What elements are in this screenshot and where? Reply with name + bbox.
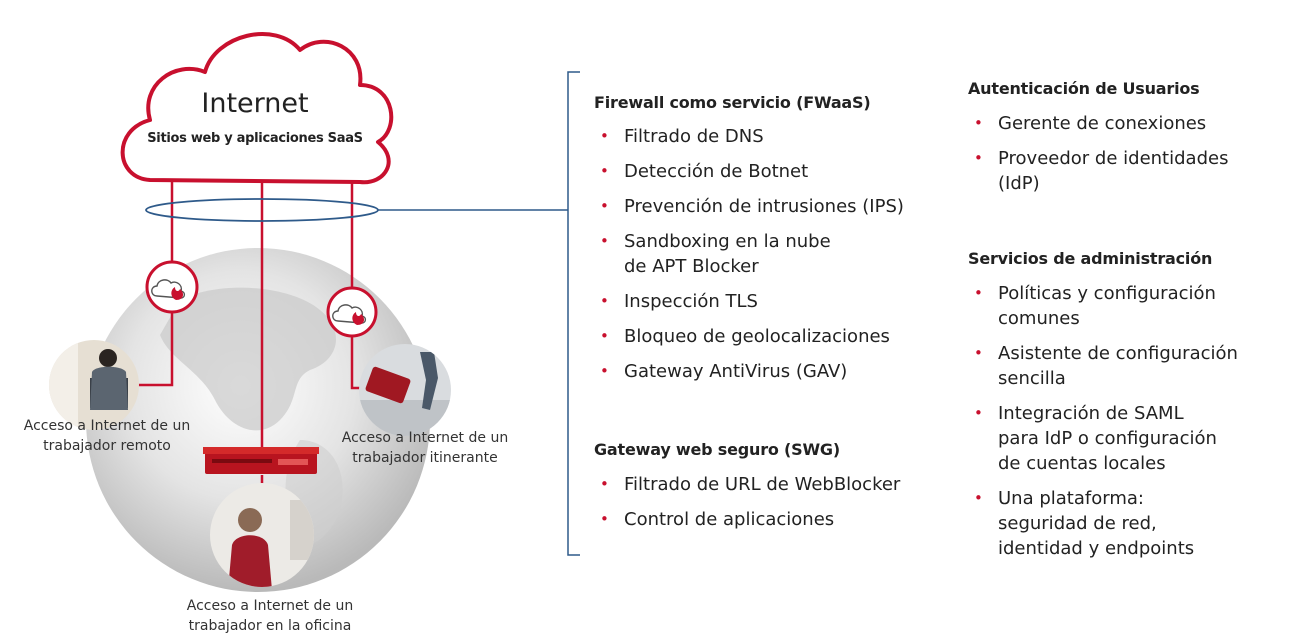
list-item: Políticas y configuración comunes bbox=[968, 281, 1238, 331]
admin-heading: Servicios de administración bbox=[968, 249, 1213, 268]
office-worker-caption: Acceso a Internet de un trabajador en la… bbox=[186, 598, 354, 634]
cloud-subtitle: Sitios web y aplicaciones SaaS bbox=[147, 131, 363, 146]
list-item: Prevención de intrusiones (IPS) bbox=[594, 194, 904, 219]
list-item: Gerente de conexiones bbox=[968, 111, 1228, 136]
fwaas-list: Filtrado de DNS Detección de Botnet Prev… bbox=[594, 124, 904, 384]
list-item: Proveedor de identidades (IdP) bbox=[968, 146, 1228, 196]
list-item: Asistente de configuración sencilla bbox=[968, 341, 1238, 391]
list-item: Sandboxing en la nube de APT Blocker bbox=[594, 229, 904, 279]
auth-list: Gerente de conexiones Proveedor de ident… bbox=[968, 111, 1228, 196]
roaming-worker-caption: Acceso a Internet de un trabajador itine… bbox=[341, 430, 509, 466]
firebox-appliance-icon bbox=[203, 447, 319, 474]
office-worker-photo bbox=[210, 483, 314, 587]
fwaas-heading: Firewall como servicio (FWaaS) bbox=[594, 93, 871, 112]
swg-heading: Gateway web seguro (SWG) bbox=[594, 440, 840, 459]
list-item: Filtrado de URL de WebBlocker bbox=[594, 472, 900, 497]
cloud-firebox-icon bbox=[326, 286, 378, 338]
internet-cloud bbox=[120, 32, 394, 185]
auth-heading: Autenticación de Usuarios bbox=[968, 79, 1200, 98]
list-item: Filtrado de DNS bbox=[594, 124, 904, 149]
list-item: Control de aplicaciones bbox=[594, 507, 900, 532]
remote-worker-caption: Acceso a Internet de un trabajador remot… bbox=[23, 418, 191, 454]
swg-list: Filtrado de URL de WebBlocker Control de… bbox=[594, 472, 900, 532]
list-item: Inspección TLS bbox=[594, 289, 904, 314]
cloud-firebox-icon bbox=[145, 260, 199, 314]
list-item: Integración de SAML para IdP o configura… bbox=[968, 401, 1238, 476]
remote-worker-photo bbox=[49, 340, 139, 430]
list-item: Bloqueo de geolocalizaciones bbox=[594, 324, 904, 349]
list-item: Gateway AntiVirus (GAV) bbox=[594, 359, 904, 384]
bracket-connector bbox=[378, 71, 580, 556]
list-item: Detección de Botnet bbox=[594, 159, 904, 184]
admin-list: Políticas y configuración comunes Asiste… bbox=[968, 281, 1238, 561]
cloud-title: Internet bbox=[201, 88, 309, 119]
list-item: Una plataforma: seguridad de red, identi… bbox=[968, 486, 1238, 561]
